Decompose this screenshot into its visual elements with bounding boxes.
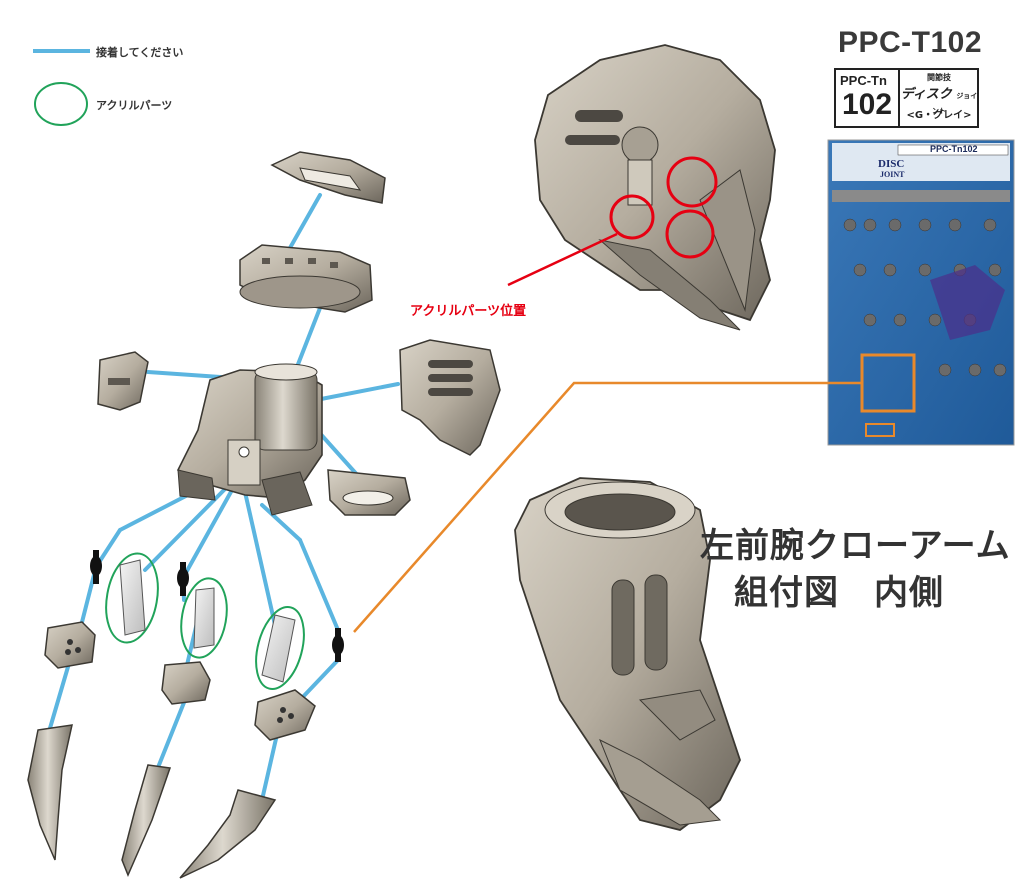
acrylic-position-markers: [609, 156, 718, 259]
badge-left-panel: PPC-Tn 102: [836, 70, 900, 126]
acrylic-legend-circle: [34, 82, 88, 126]
package-title-joint: JOINT: [880, 170, 905, 179]
product-package: [827, 139, 1015, 446]
claw-blades: [27, 724, 277, 879]
badge-category: 関節技: [927, 73, 951, 82]
callout-arrow: [507, 232, 618, 287]
badge-series: PPC-Tn: [840, 73, 887, 88]
package-title-disc: DISC: [878, 158, 905, 170]
badge-name-suffix: ジョイント: [932, 92, 978, 115]
legend-glue-label: 接着してください: [96, 46, 184, 59]
badge-name-main: ディスク: [900, 87, 952, 102]
disc-joints: [90, 550, 344, 662]
part-disc-plate: [239, 244, 373, 313]
part-top-cap: [270, 151, 386, 204]
diagram-title-line1: 左前腕クローアーム: [700, 526, 1011, 566]
part-slotted-cover: [399, 339, 501, 456]
legend-acrylic-label: アクリルパーツ: [96, 99, 173, 112]
part-small-shield: [327, 469, 411, 516]
part-small-bracket-left: [97, 351, 149, 411]
claw-closeup-top: [534, 44, 776, 331]
acrylic-parts: [105, 552, 305, 690]
package-leader-line: [353, 381, 862, 633]
finger-hubs: [44, 621, 316, 741]
badge-color: <G・グレイ>: [906, 110, 972, 121]
assembled-claw: [514, 477, 741, 831]
part-main-forearm: [176, 363, 323, 516]
diagram-title-line2: 組付図 内側: [734, 573, 944, 613]
badge-name: ディスク ジョイント: [900, 83, 978, 117]
acrylic-position-callout: アクリルパーツ位置: [410, 304, 527, 319]
product-code: PPC-T102: [838, 26, 983, 59]
package-code: PPC-Tn102: [930, 144, 978, 154]
product-badge: PPC-Tn 102 関節技 ディスク ジョイント <G・グレイ>: [834, 68, 979, 128]
badge-number: 102: [842, 88, 893, 121]
